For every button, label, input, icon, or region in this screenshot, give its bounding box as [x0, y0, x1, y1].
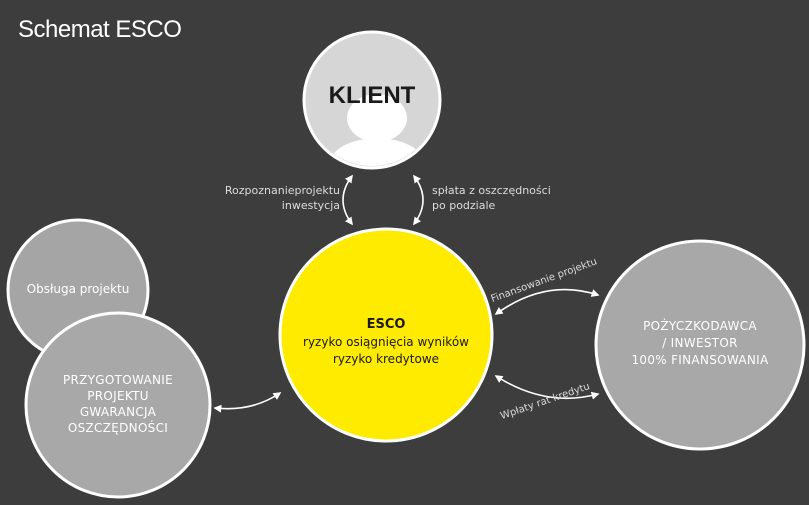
- installments-label: Wpłaty rat kredytu: [499, 381, 591, 422]
- recognition-label-line2: inwestycja: [281, 199, 340, 212]
- lender-label: POŻYCZKODAWCA / INWESTOR 100% FINANSOWAN…: [610, 318, 790, 369]
- esco-circle: [278, 227, 494, 443]
- recognition-label-line1: Rozpoznanieprojektu: [224, 184, 340, 197]
- arrow-preparation: [213, 392, 282, 413]
- arrow-installments: [494, 375, 600, 400]
- diagram-title: Schemat ESCO: [18, 16, 182, 43]
- esco-line1: ryzyko osiągnięcia wyników: [303, 335, 469, 349]
- lender-line1: POŻYCZKODAWCA: [643, 319, 757, 333]
- repayment-label-line2: po podziale: [432, 199, 496, 212]
- client-label: KLIENT: [328, 82, 416, 109]
- preparation-label: PRZYGOTOWANIE PROJEKTU GWARANCJA OSZCZĘD…: [38, 372, 198, 436]
- arrow-recognition: [342, 174, 353, 226]
- preparation-line4: OSZCZĘDNOŚCI: [67, 421, 169, 435]
- repayment-label: spłata z oszczędności po podziale: [432, 183, 572, 213]
- arrow-repayment: [413, 174, 424, 226]
- preparation-line1: PRZYGOTOWANIE: [62, 373, 174, 387]
- arrow-financing: [494, 288, 600, 315]
- esco-line2: ryzyko kredytowe: [332, 352, 440, 366]
- preparation-line2: PROJEKTU: [87, 389, 149, 403]
- recognition-label: Rozpoznanieprojektu inwestycja: [222, 183, 340, 213]
- financing-label: Finansowanie projektu: [490, 256, 599, 305]
- project-service-label: Obsługa projektu: [26, 282, 130, 296]
- lender-line3: 100% FINANSOWANIA: [631, 353, 769, 367]
- lender-circle: [594, 239, 806, 451]
- lender-line2: / INWESTOR: [662, 336, 738, 350]
- esco-title: ESCO: [366, 317, 406, 332]
- preparation-circle: [24, 311, 212, 499]
- preparation-line3: GWARANCJA: [79, 405, 157, 419]
- repayment-label-line1: spłata z oszczędności: [432, 184, 551, 197]
- esco-label: ESCO ryzyko osiągnięcia wyników ryzyko k…: [286, 316, 486, 368]
